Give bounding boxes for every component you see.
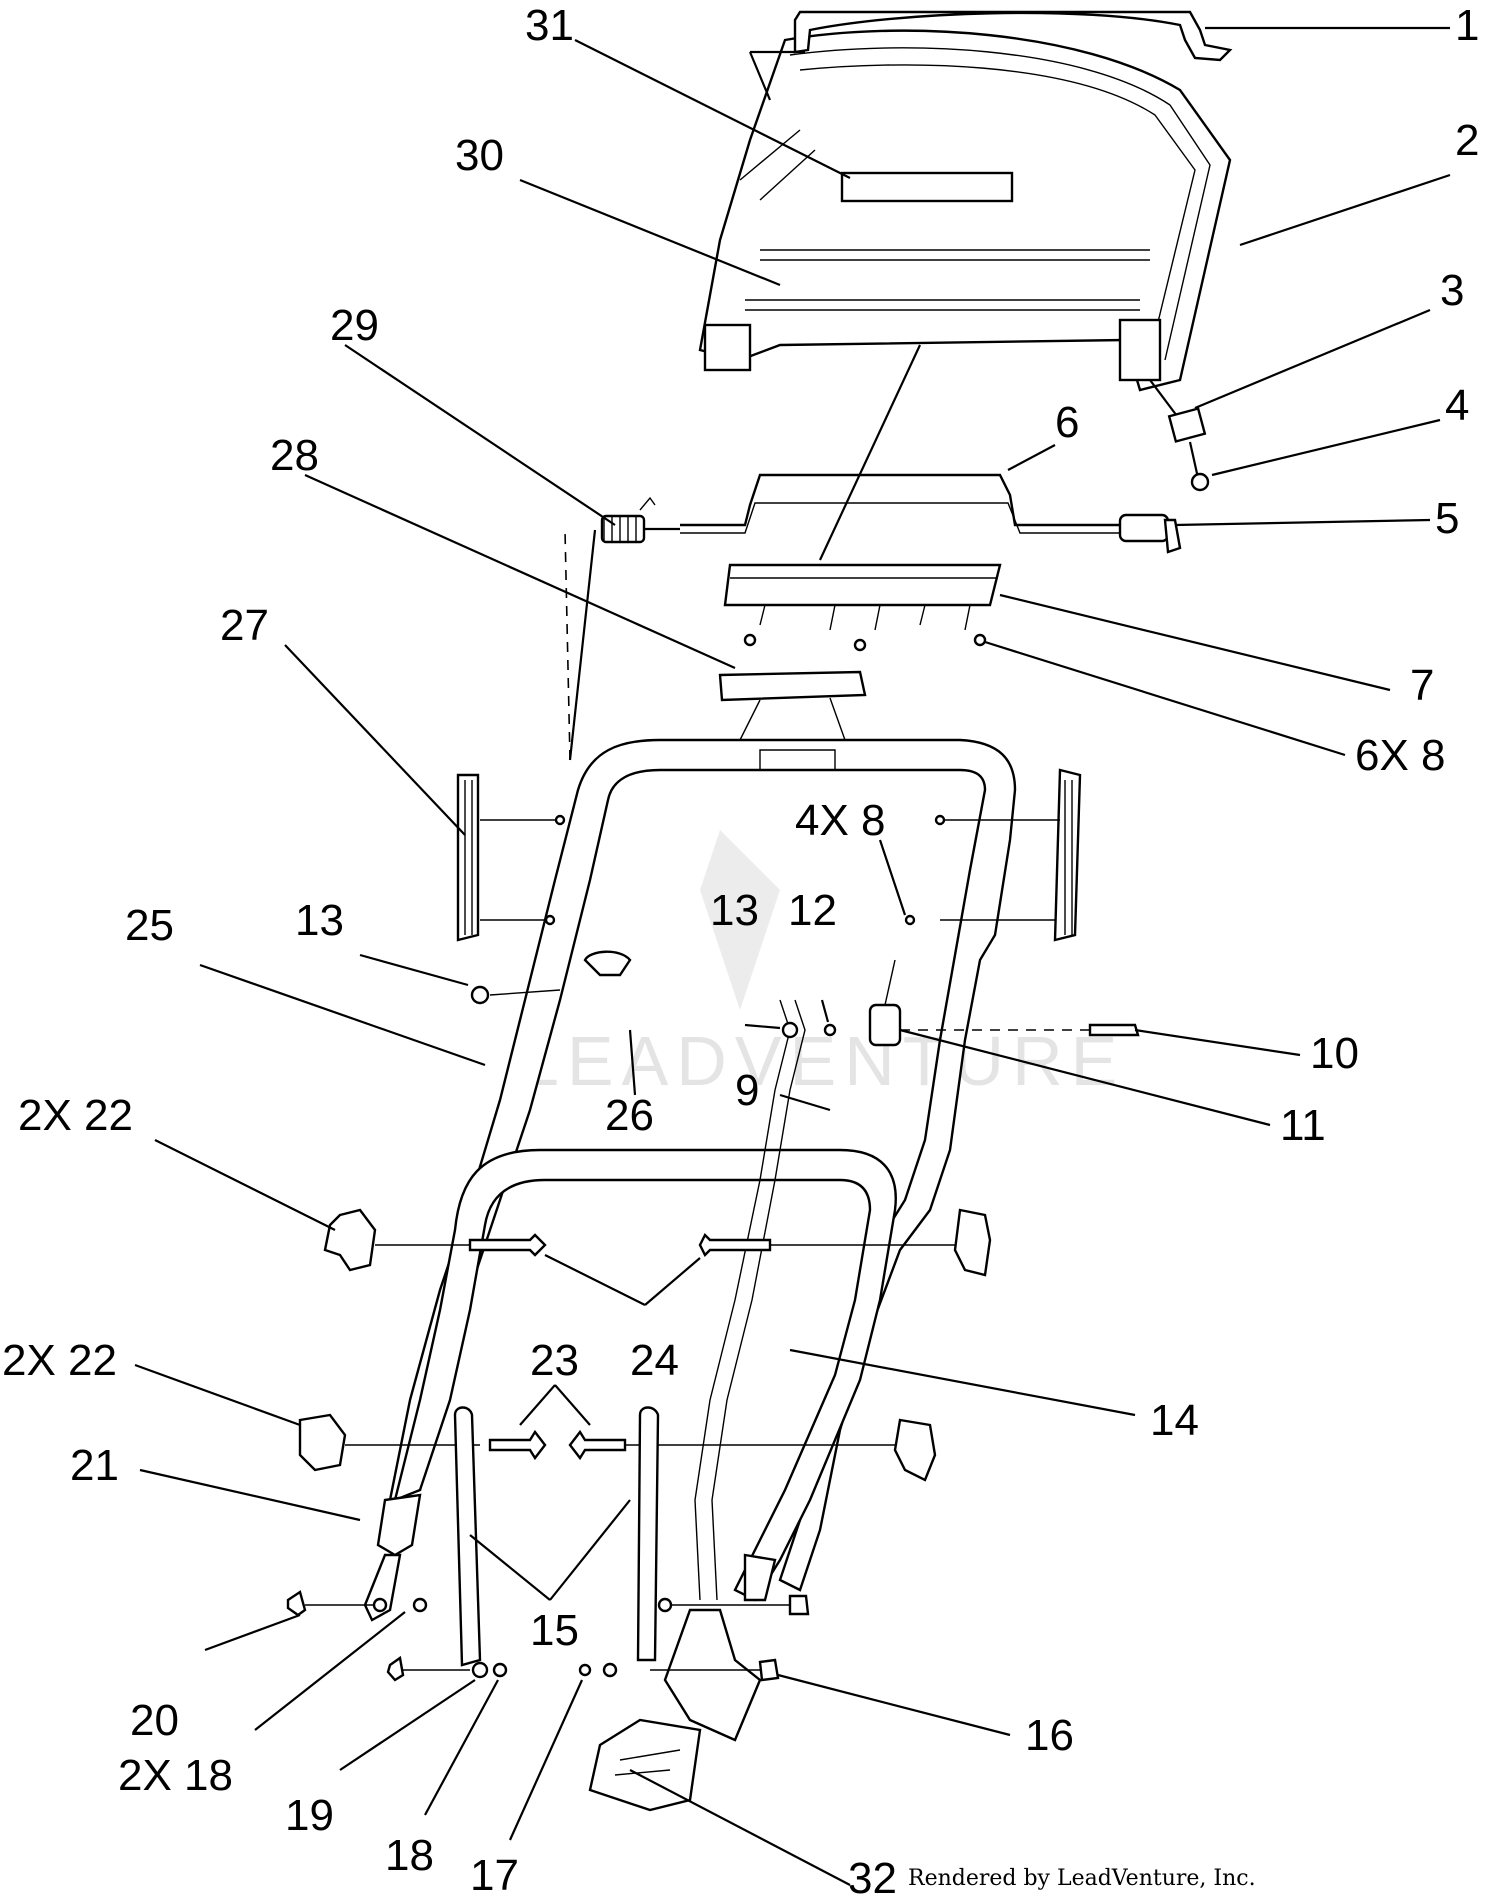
label-19: 19 [285, 1791, 334, 1840]
part-24-bolts [468, 1232, 772, 1258]
part-26-cable-clip [470, 950, 632, 1005]
label-2x18: 2X 18 [118, 1751, 233, 1800]
label-20: 20 [130, 1696, 179, 1745]
part-15-brackets [453, 1406, 660, 1667]
part-27-grip-pads [456, 768, 1082, 942]
label-30: 30 [455, 131, 504, 180]
label-6: 6 [1055, 398, 1079, 447]
label-11: 11 [1280, 1101, 1326, 1150]
label-13-left: 13 [295, 896, 344, 945]
part-9-12-cable-switch [781, 959, 1140, 1047]
label-29: 29 [330, 301, 379, 350]
label-2x22-lower: 2X 22 [2, 1336, 117, 1385]
part-6-bail-rod [600, 473, 1182, 554]
label-3: 3 [1440, 266, 1464, 315]
part-7-bracket [723, 563, 1002, 652]
label-28: 28 [270, 431, 319, 480]
leader-lines [134, 26, 1451, 1886]
label-2x22-upper: 2X 22 [18, 1091, 133, 1140]
label-24: 24 [630, 1336, 679, 1385]
label-18: 18 [385, 1831, 434, 1880]
label-2: 2 [1455, 116, 1479, 165]
label-7: 7 [1410, 661, 1434, 710]
label-31: 31 [525, 1, 574, 50]
part-3-4-fasteners [1149, 379, 1210, 492]
label-32: 32 [848, 1854, 897, 1903]
label-5: 5 [1435, 494, 1459, 543]
label-14: 14 [1150, 1396, 1199, 1445]
label-23: 23 [530, 1336, 579, 1385]
label-12: 12 [788, 886, 837, 935]
label-16: 16 [1025, 1711, 1074, 1760]
part-28-cover [718, 670, 867, 702]
label-17: 17 [470, 1851, 519, 1900]
watermark-text: LEADVENTURE [520, 1022, 1125, 1100]
credit-text: Rendered by LeadVenture, Inc. [908, 1866, 1256, 1891]
part-21-lower-legs [363, 1493, 777, 1622]
part-23-bolts [488, 1429, 627, 1461]
label-27: 27 [220, 601, 269, 650]
label-10: 10 [1310, 1029, 1359, 1078]
part-2-control-housing [698, 10, 1233, 392]
label-26: 26 [605, 1091, 654, 1140]
label-21: 21 [70, 1441, 119, 1490]
part-32-lower-bracket [588, 1608, 762, 1812]
part-22-knobs [298, 1208, 992, 1482]
label-1: 1 [1455, 1, 1479, 50]
label-4x8: 4X 8 [795, 796, 886, 845]
label-9: 9 [735, 1066, 759, 1115]
label-6x8: 6X 8 [1355, 731, 1446, 780]
label-13-right: 13 [710, 886, 759, 935]
label-4: 4 [1445, 381, 1469, 430]
label-25: 25 [125, 901, 174, 950]
part-16-20-fasteners [286, 1590, 810, 1682]
label-15: 15 [530, 1606, 579, 1655]
